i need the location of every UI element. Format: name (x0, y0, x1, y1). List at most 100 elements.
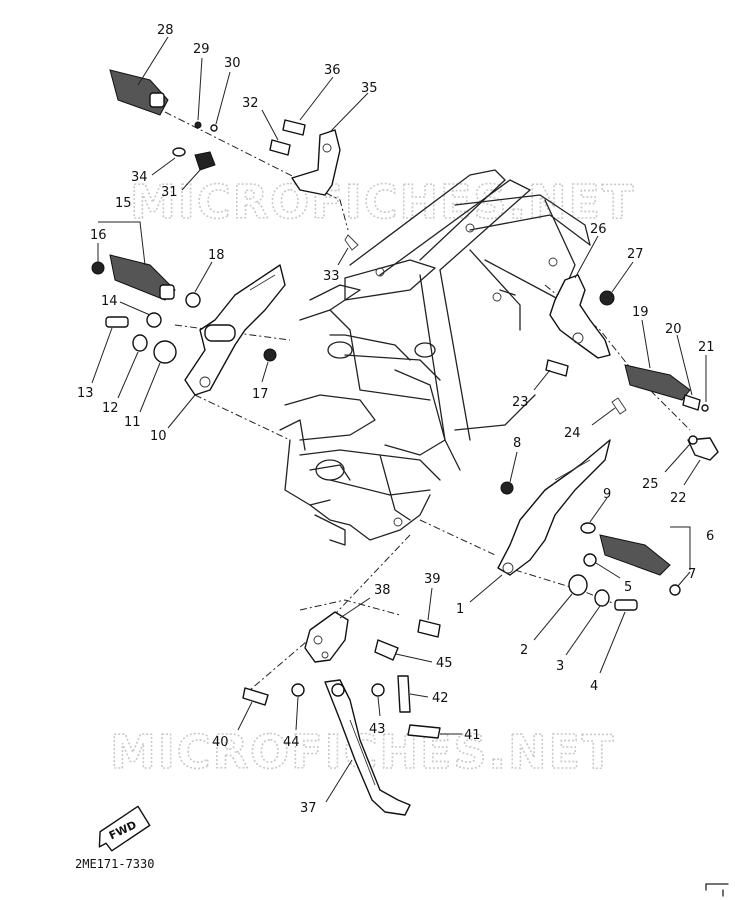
callout-43: 43 (369, 696, 386, 737)
bolt-4 (614, 599, 638, 611)
callout-2: 2 (520, 593, 573, 658)
bolt-40 (242, 687, 269, 706)
svg-text:40: 40 (212, 735, 229, 750)
bolt-7 (669, 584, 681, 596)
callout-30: 30 (215, 56, 241, 125)
pin-33 (344, 234, 359, 251)
callout-42: 42 (409, 691, 449, 706)
callout-16: 16 (90, 228, 107, 262)
bolt-27 (599, 290, 615, 306)
svg-text:39: 39 (424, 572, 441, 587)
pin-29 (194, 121, 202, 129)
pin-25 (688, 435, 698, 445)
callout-15: 15 (98, 196, 146, 266)
svg-text:33: 33 (323, 269, 340, 284)
svg-text:15: 15 (115, 196, 132, 211)
bolt-23 (545, 359, 569, 377)
svg-text:17: 17 (252, 387, 269, 402)
washer-31 (194, 151, 216, 171)
callout-25: 25 (642, 443, 691, 492)
svg-text:29: 29 (193, 42, 210, 57)
bolt-16 (91, 261, 105, 275)
svg-text:8: 8 (513, 436, 521, 451)
svg-text:37: 37 (300, 801, 317, 816)
svg-text:31: 31 (161, 185, 178, 200)
callout-29: 29 (193, 42, 210, 121)
callout-14: 14 (101, 294, 151, 316)
svg-text:1: 1 (456, 602, 464, 617)
svg-text:38: 38 (374, 583, 391, 598)
spacer-5 (583, 553, 597, 567)
svg-text:43: 43 (369, 722, 386, 737)
svg-text:44: 44 (283, 735, 300, 750)
pivot-10 (204, 324, 236, 342)
svg-text:22: 22 (670, 491, 687, 506)
svg-text:42: 42 (432, 691, 449, 706)
footrest-28 (109, 69, 169, 116)
callout-13: 13 (77, 327, 113, 401)
callout-6: 6 (670, 526, 714, 570)
svg-text:35: 35 (361, 81, 378, 96)
callout-44: 44 (283, 696, 300, 750)
clip-30 (210, 124, 218, 132)
svg-text:13: 13 (77, 386, 94, 401)
bracket-26 (549, 274, 611, 359)
bolt-8 (500, 481, 514, 495)
nut-44 (291, 683, 305, 697)
callout-9: 9 (589, 487, 611, 523)
spring-34 (172, 147, 186, 157)
callout-35: 35 (329, 81, 378, 133)
callout-39: 39 (424, 572, 441, 621)
footrest-19 (624, 364, 691, 401)
callout-26: 26 (574, 222, 607, 279)
svg-text:32: 32 (242, 96, 259, 111)
nut-17 (263, 348, 277, 362)
svg-text:25: 25 (642, 477, 659, 492)
callout-24: 24 (564, 407, 616, 441)
callout-34: 34 (131, 157, 176, 185)
svg-text:27: 27 (627, 247, 644, 262)
svg-text:7: 7 (688, 567, 696, 582)
callout-36: 36 (299, 63, 341, 121)
spring-41 (407, 724, 441, 739)
callout-45: 45 (395, 653, 453, 671)
collar-14 (146, 312, 162, 328)
callout-41: 41 (440, 728, 481, 743)
callout-8: 8 (509, 436, 521, 483)
callout-38: 38 (339, 583, 391, 619)
callout-33: 33 (323, 247, 349, 284)
callout-10: 10 (150, 394, 196, 444)
callout-5: 5 (595, 562, 632, 595)
svg-text:41: 41 (464, 728, 481, 743)
callout-31: 31 (161, 169, 201, 200)
bolt-13 (105, 316, 129, 328)
damper-2 (568, 574, 588, 596)
callout-28: 28 (137, 23, 174, 86)
svg-text:14: 14 (101, 294, 118, 309)
svg-text:3: 3 (556, 659, 564, 674)
callout-17: 17 (252, 361, 269, 402)
footrest-15 (109, 254, 176, 301)
pin-24 (611, 397, 627, 415)
clip-21 (701, 404, 709, 412)
washer-3 (594, 589, 610, 607)
drawing-code: 2ME171-7330 (75, 857, 154, 871)
callout-11: 11 (124, 362, 161, 430)
bracket-1 (497, 439, 611, 576)
fwd-arrow: FWD (98, 805, 151, 852)
callout-20: 20 (665, 322, 693, 396)
bolt-39 (417, 619, 441, 638)
callout-23: 23 (512, 369, 551, 410)
svg-text:2: 2 (520, 643, 528, 658)
svg-text:30: 30 (224, 56, 241, 71)
callouts: 28 29 30 36 35 32 34 31 15 16 18 14 13 1… (77, 23, 715, 816)
callout-22: 22 (670, 459, 701, 506)
svg-text:21: 21 (698, 340, 715, 355)
svg-text:28: 28 (157, 23, 174, 38)
callout-19: 19 (632, 305, 651, 369)
svg-text:5: 5 (624, 580, 632, 595)
callout-21: 21 (698, 340, 715, 402)
damper-11 (153, 340, 177, 364)
collar-9 (580, 522, 596, 534)
